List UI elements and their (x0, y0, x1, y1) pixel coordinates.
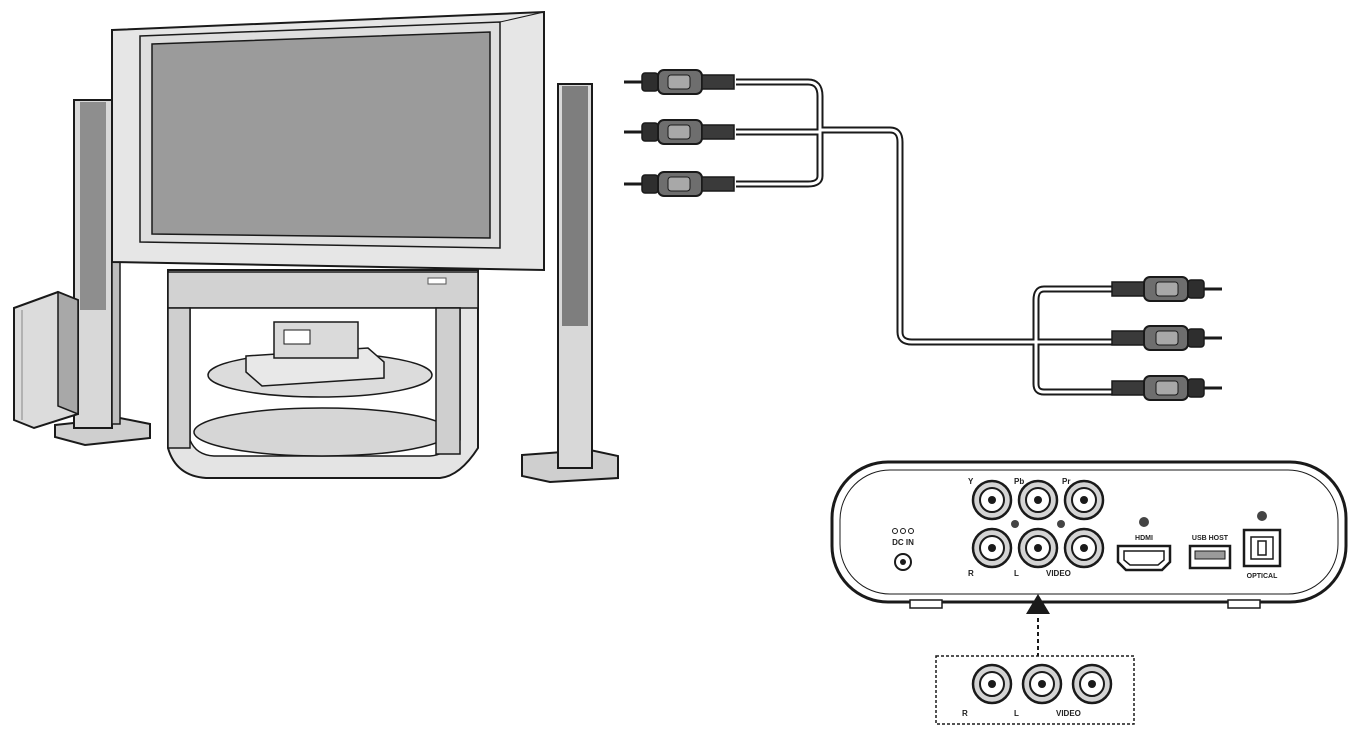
zoom-jack-video (1071, 663, 1113, 705)
rca-plug-left-middle (622, 118, 736, 146)
component-jacks-top-row: Y Pb Pr (968, 477, 1105, 521)
zoom-label-r: R (962, 709, 968, 718)
jack-pb (1017, 479, 1059, 521)
pointer-arrow (1026, 594, 1050, 656)
jack-label-pr: Pr (1062, 477, 1070, 486)
rca-plug-right-middle (1110, 324, 1224, 352)
dc-in-port: DC IN (892, 528, 914, 571)
subwoofer (13, 290, 79, 430)
jack-label-l: L (1014, 569, 1019, 578)
jack-pr (1063, 479, 1105, 521)
jack-label-pb: Pb (1014, 477, 1024, 486)
dc-in-label: DC IN (892, 538, 914, 547)
jack-r (971, 527, 1013, 569)
zoomed-av-jacks-panel: R L VIDEO (935, 655, 1135, 725)
flat-panel-tv (111, 10, 545, 285)
jack-label-y: Y (968, 477, 974, 486)
usb-host-label: USB HOST (1192, 535, 1229, 542)
av-jacks-bottom-row: R L VIDEO (968, 527, 1105, 578)
jack-label-r: R (968, 569, 974, 578)
jack-l (1017, 527, 1059, 569)
jack-video (1063, 527, 1105, 569)
right-speaker-tower (521, 83, 619, 484)
usb-host-port: USB HOST (1188, 535, 1232, 570)
zoom-label-l: L (1014, 709, 1019, 718)
optical-label: OPTICAL (1247, 573, 1278, 580)
hdmi-port: HDMI (1116, 517, 1172, 572)
rca-plug-right-top (1110, 275, 1224, 303)
player-rear-panel: DC IN Y Pb Pr (830, 460, 1348, 609)
jack-label-video: VIDEO (1046, 569, 1071, 578)
media-player-on-stand (245, 321, 385, 387)
zoom-label-video: VIDEO (1056, 709, 1081, 718)
jack-y (971, 479, 1013, 521)
zoom-jack-l (1021, 663, 1063, 705)
zoom-jack-r (971, 663, 1013, 705)
rca-plug-left-top (622, 68, 736, 96)
rca-plug-left-bottom (622, 170, 736, 198)
optical-port: OPTICAL (1242, 511, 1282, 580)
rca-plug-right-bottom (1110, 374, 1224, 402)
hdmi-label: HDMI (1135, 535, 1153, 542)
av-cable (622, 68, 1224, 402)
